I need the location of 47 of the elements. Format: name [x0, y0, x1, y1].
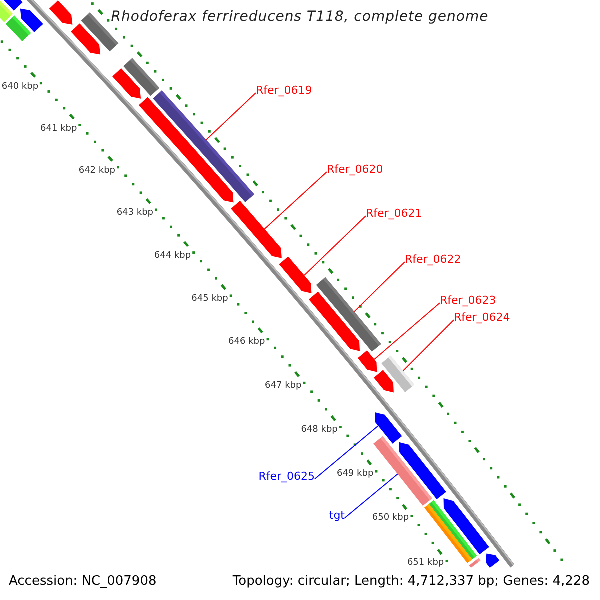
gene-feature: [374, 370, 394, 393]
tick-label: 643 kbp: [116, 208, 154, 218]
gene-feature: [444, 498, 490, 555]
tick-label: 645 kbp: [192, 294, 228, 304]
gene-block: [469, 558, 481, 568]
gene-block: [6, 16, 32, 42]
leader-line: [264, 172, 328, 230]
gene-feature: [279, 256, 312, 294]
tick-label: 647 kbp: [265, 380, 302, 391]
gene-feature: [375, 412, 402, 444]
gene-label: Rfer_0619: [256, 84, 312, 97]
gene-label: Rfer_0623: [440, 294, 496, 307]
gene-block: [153, 90, 254, 202]
tick-label: 648 kbp: [301, 424, 338, 435]
gene-label: tgt: [329, 509, 345, 522]
leader-line: [304, 216, 366, 276]
tick-label: 649 kbp: [336, 468, 374, 479]
gene-feature: [112, 68, 142, 99]
gene-feature: [20, 8, 44, 32]
gene-label: Rfer_0622: [405, 253, 462, 266]
tick-label: 644 kbp: [154, 251, 192, 262]
tick-label: 640 kbp: [2, 82, 39, 92]
genome-info-text: Topology: circular; Length: 4,712,337 bp; Genes: 4,228: [232, 573, 591, 590]
gene-feature: [71, 24, 101, 55]
tick-label: 642 kbp: [78, 166, 116, 176]
gene-label: Rfer_0620: [327, 163, 384, 176]
gene-feature: [399, 442, 446, 500]
gene-feature: [309, 292, 360, 352]
title: Rhodoferax ferrireducens T118, complete genome: [111, 9, 489, 25]
tick-label: 651 kbp: [407, 558, 444, 568]
accession-text: Accession: NC_007908: [8, 573, 158, 590]
gene-block: [0, 0, 14, 22]
leader-line: [374, 302, 440, 360]
gene-feature: [358, 350, 378, 372]
leader-line: [314, 426, 379, 480]
leader-line: [344, 474, 398, 519]
gene-label: Rfer_0625: [258, 470, 315, 483]
gene-feature: [231, 200, 282, 258]
tick-label: 641 kbp: [40, 124, 78, 134]
tick-label: 650 kbp: [372, 513, 410, 524]
gene-label: Rfer_0624: [454, 311, 510, 324]
gene-feature: [486, 554, 500, 568]
leader-line: [402, 320, 454, 372]
leader-line: [354, 262, 406, 312]
tick-label: 646 kbp: [228, 337, 266, 348]
gene-feature: [49, 0, 73, 25]
gene-label: Rfer_0621: [366, 207, 422, 220]
